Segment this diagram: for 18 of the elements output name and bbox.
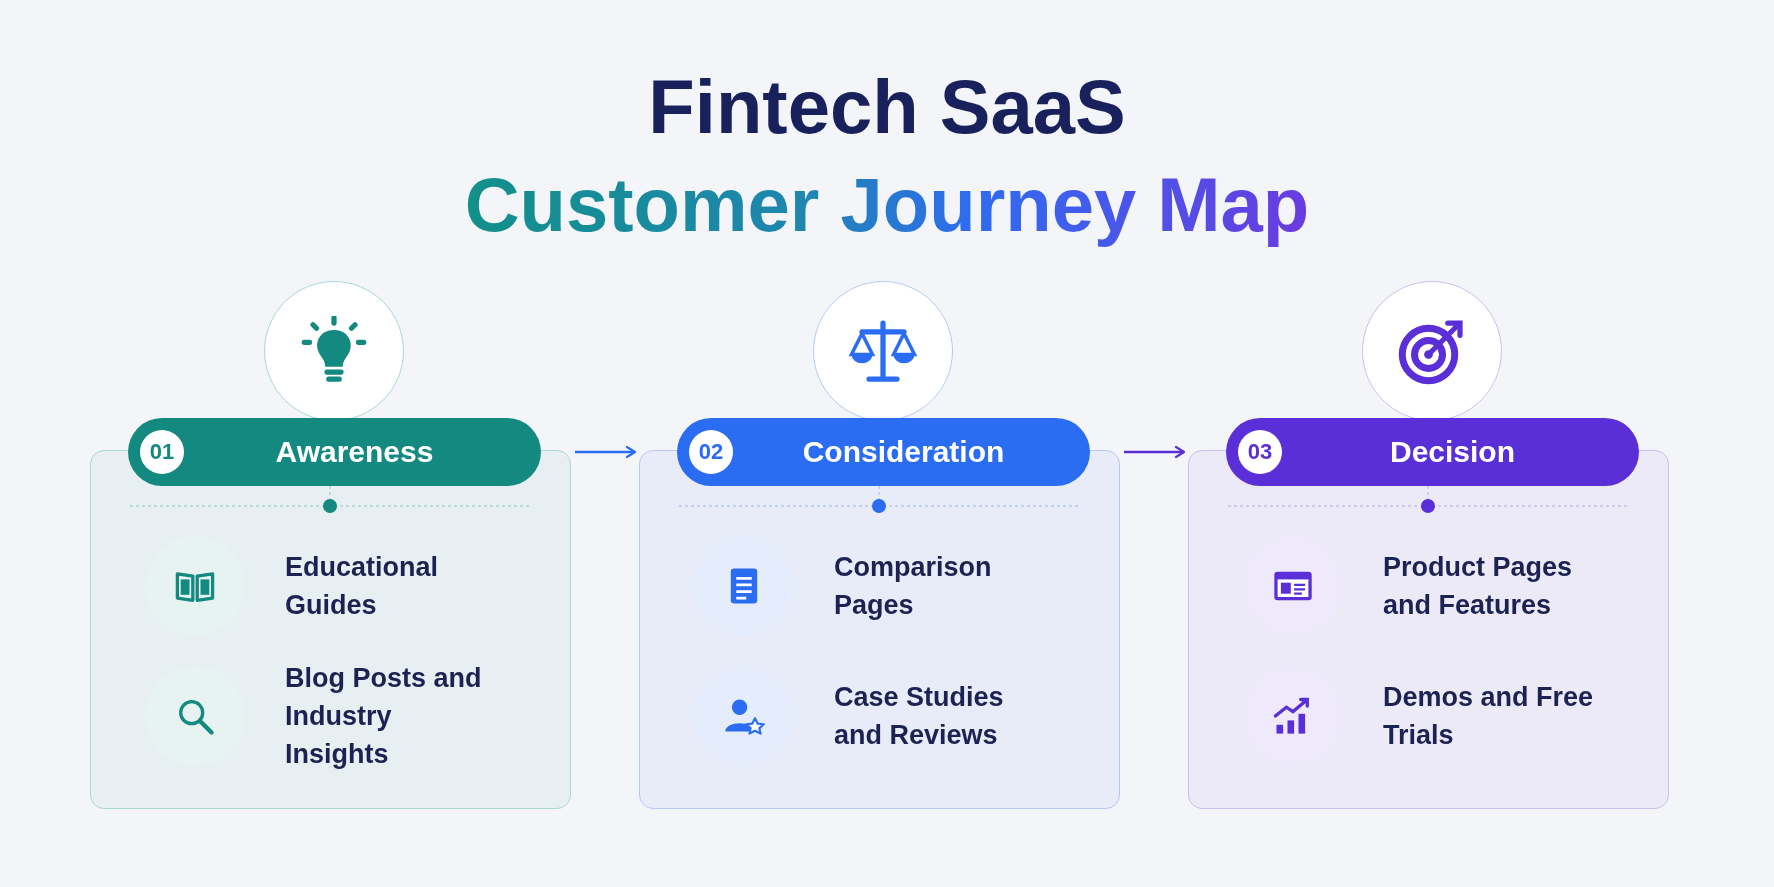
step-number: 02: [689, 430, 733, 474]
item-text: Educational Guides: [285, 551, 440, 622]
title: Fintech SaaS Customer Journey Map: [463, 63, 1311, 249]
item-text: Comparison Pages: [834, 551, 993, 622]
item-text: Blog Posts and Industry Insights: [285, 662, 483, 771]
stage-card: [1188, 418, 1669, 809]
stage-card: [639, 418, 1120, 809]
stage-title: Decision: [1388, 434, 1516, 470]
step-number: 03: [1238, 430, 1282, 474]
arrow: [575, 445, 637, 459]
arrow: [1124, 445, 1186, 459]
step-number: 01: [140, 430, 184, 474]
item-text: Case Studies and Reviews: [834, 681, 1005, 752]
item-text: Demos and Free Trials: [1383, 681, 1595, 752]
stage-title: Consideration: [801, 434, 1006, 470]
stage-title: Awareness: [274, 434, 435, 470]
item-text: Product Pages and Features: [1383, 551, 1574, 622]
stage-card: [90, 418, 571, 809]
